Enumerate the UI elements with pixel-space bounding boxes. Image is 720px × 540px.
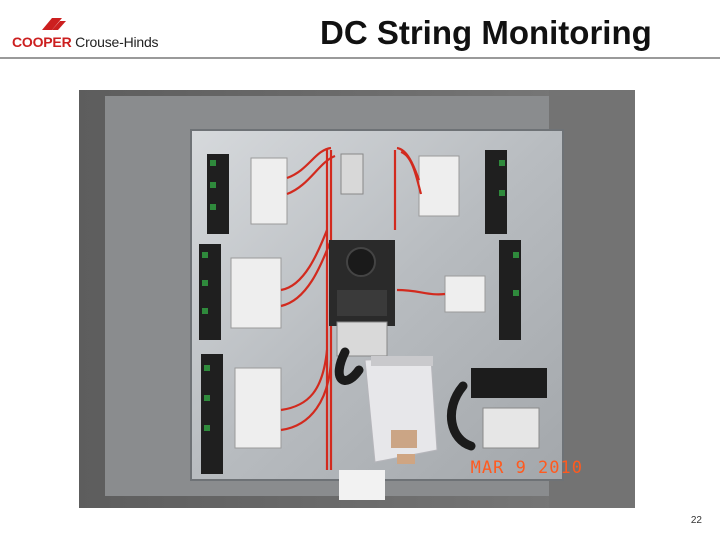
enclosure-photo: MAR 9 2010: [79, 90, 635, 508]
page-number: 22: [690, 515, 702, 526]
photo-date-stamp: MAR 9 2010: [470, 458, 583, 478]
header-divider: [0, 57, 720, 59]
logo-flag-icon: [42, 18, 66, 30]
logo-brand-secondary: Crouse-Hinds: [71, 34, 159, 50]
slide-title: DC String Monitoring: [320, 14, 652, 51]
company-logo: COOPER Crouse-Hinds: [8, 14, 178, 50]
logo-brand-primary: COOPER: [12, 34, 72, 50]
